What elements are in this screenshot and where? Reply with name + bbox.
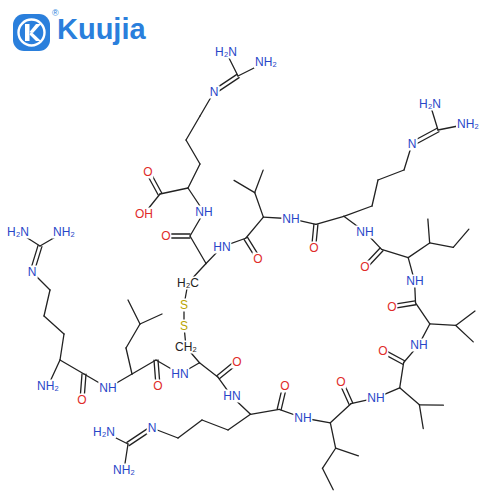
bond-line — [330, 404, 351, 423]
bond-line — [456, 325, 473, 341]
bond-line — [344, 206, 372, 216]
bond-line — [202, 420, 228, 430]
atom-label: O — [142, 166, 153, 179]
bond-line — [316, 216, 344, 224]
bond-line — [190, 236, 206, 264]
bond-line — [255, 193, 264, 218]
bond-line — [186, 116, 200, 140]
atom-label: O — [279, 380, 290, 393]
bond-line — [428, 219, 430, 243]
atom-label: NH — [281, 213, 300, 226]
bond-line — [60, 360, 84, 374]
atom-label: O — [386, 301, 397, 314]
logo-letter-stem — [25, 24, 30, 41]
bond-line — [372, 180, 378, 206]
bond-line — [178, 420, 202, 438]
logo-letter-leg — [30, 32, 42, 42]
bond-line — [456, 311, 475, 325]
bond-line — [128, 300, 140, 324]
atom-label: O — [160, 230, 171, 243]
bond-line — [160, 188, 188, 194]
brand-name: Kuujia — [56, 13, 147, 46]
bond-line — [126, 324, 140, 348]
logo-ring — [19, 20, 45, 46]
atom-label: O — [252, 253, 263, 266]
atom-label: N — [147, 422, 158, 435]
logo-badge — [13, 14, 50, 51]
atom-label: O — [76, 394, 87, 407]
bond-line — [416, 303, 430, 324]
atom-label: NH₂ — [52, 226, 76, 239]
atom-label: S — [179, 320, 189, 333]
bond-line — [132, 360, 156, 374]
atom-label: NH₂ — [112, 464, 136, 477]
bond-line — [336, 448, 359, 456]
atom-label: NH — [409, 339, 428, 352]
bond-line — [60, 334, 64, 360]
bond-line — [140, 314, 162, 324]
atom-label: NH₂ — [456, 118, 480, 131]
atom-label: O — [377, 345, 388, 358]
atom-label: NH₂ — [36, 380, 60, 393]
bond-line — [44, 290, 50, 316]
bond-line — [408, 243, 429, 258]
bond-line — [255, 170, 263, 192]
atom-label: NH — [194, 206, 213, 219]
bond-line — [228, 414, 250, 430]
bond-line — [246, 217, 264, 238]
bond-line — [430, 324, 456, 325]
bond-line — [199, 363, 218, 378]
bond-line — [44, 316, 64, 334]
bond-line — [453, 229, 469, 247]
bond-line — [382, 249, 409, 257]
atom-label: OH — [134, 208, 154, 221]
atom-label: H₂N — [214, 46, 238, 59]
atom-label: O — [359, 261, 370, 274]
atom-label: O — [308, 242, 319, 255]
atom-label: H₂N — [418, 98, 442, 111]
atom-label: H₂N — [92, 426, 116, 439]
atom-label: NH — [98, 382, 117, 395]
bond-line — [250, 409, 279, 414]
bond-line — [322, 468, 333, 489]
atom-label: O — [152, 380, 163, 393]
bond-line — [400, 388, 420, 405]
atom-label: NH — [355, 226, 374, 239]
bond-line — [430, 243, 454, 247]
atom-label: NH — [405, 275, 424, 288]
atom-label: N — [407, 138, 418, 151]
registered-mark: ® — [51, 8, 60, 18]
bond-line — [419, 405, 423, 429]
bond-line — [378, 170, 404, 180]
atom-label: O — [335, 376, 346, 389]
atom-label: N — [27, 266, 38, 279]
bond-line — [186, 140, 200, 164]
atom-label: NH — [293, 412, 312, 425]
bond-line — [188, 164, 200, 188]
atom-label: O — [231, 356, 242, 369]
atom-label: HN — [212, 241, 231, 254]
bond-line — [419, 404, 443, 406]
atom-label: NH₂ — [254, 56, 278, 69]
atom-label: HN — [170, 368, 189, 381]
atom-label: HN — [222, 390, 241, 403]
atom-label: CH₂ — [174, 341, 198, 354]
logo-letter-arm — [30, 24, 42, 33]
bond-line — [322, 448, 335, 468]
bond-line — [126, 348, 132, 374]
bond-line — [330, 423, 335, 448]
bond-line — [400, 362, 404, 387]
atom-label: S — [179, 299, 189, 312]
atom-label: N — [209, 86, 220, 99]
bond-line — [234, 180, 255, 192]
atom-label: H₂C — [176, 277, 200, 290]
atom-label: H₂N — [6, 226, 30, 239]
atom-label: NH — [366, 392, 385, 405]
